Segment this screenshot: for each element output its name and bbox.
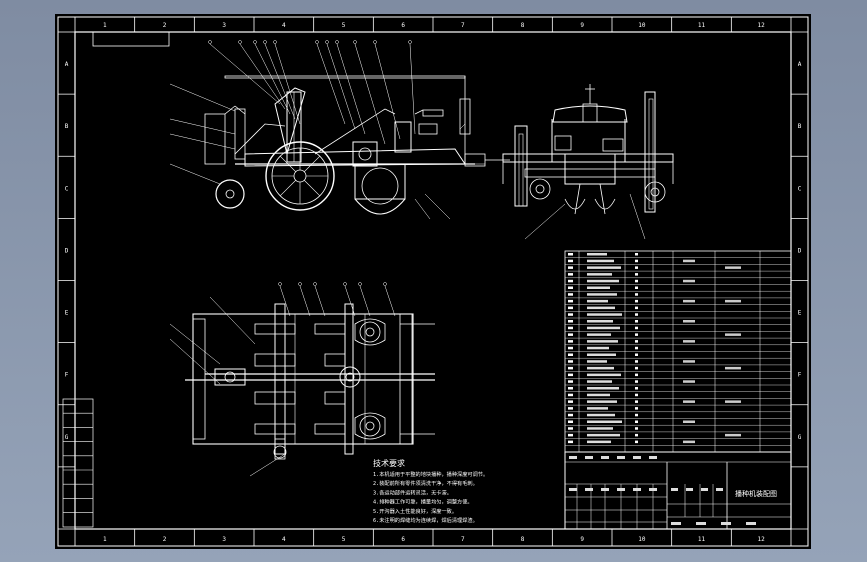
zone-number-bottom: 5 bbox=[342, 536, 346, 543]
zone-number-top: 2 bbox=[163, 22, 167, 29]
zone-number-bottom: 2 bbox=[163, 536, 167, 543]
zone-number-top: 1 bbox=[103, 22, 107, 29]
zone-number-bottom: 9 bbox=[580, 536, 584, 543]
zone-letter-left: F bbox=[65, 372, 69, 379]
zone-number-top: 12 bbox=[758, 22, 766, 29]
zone-number-bottom: 8 bbox=[521, 536, 525, 543]
note-line: 6.未注明的焊缝均为连续焊，焊后清理焊渣。 bbox=[373, 516, 478, 524]
zone-number-top: 3 bbox=[222, 22, 226, 29]
zone-number-top: 11 bbox=[698, 22, 706, 29]
zone-number-top: 8 bbox=[521, 22, 525, 29]
zone-letter-left: A bbox=[65, 61, 69, 68]
mechanical-views bbox=[169, 40, 674, 477]
zone-number-bottom: 7 bbox=[461, 536, 465, 543]
note-line: 1.本机适用于平整的地块播种，播种深度可调节。 bbox=[373, 470, 488, 478]
corner-box bbox=[92, 31, 170, 47]
zone-number-top: 5 bbox=[342, 22, 346, 29]
zone-letter-right: E bbox=[798, 310, 802, 317]
zone-number-bottom: 11 bbox=[698, 536, 706, 543]
zone-number-top: 7 bbox=[461, 22, 465, 29]
notes-title: 技术要求 bbox=[373, 458, 405, 468]
zone-number-top: 9 bbox=[580, 22, 584, 29]
zone-number-top: 4 bbox=[282, 22, 286, 29]
zone-number-bottom: 3 bbox=[222, 536, 226, 543]
note-line: 4.排种器工作可靠，播量均匀，调整方便。 bbox=[373, 498, 473, 506]
zone-number-bottom: 4 bbox=[282, 536, 286, 543]
zone-number-bottom: 12 bbox=[758, 536, 766, 543]
zone-letter-left: D bbox=[65, 247, 69, 254]
zone-letter-left: G bbox=[65, 434, 69, 441]
note-line: 3.各运动部件运转灵活，无卡滞。 bbox=[373, 488, 452, 496]
zone-letter-left: B bbox=[65, 123, 69, 130]
zone-letter-right: B bbox=[798, 123, 802, 130]
zone-number-bottom: 6 bbox=[401, 536, 405, 543]
note-line: 5.开沟器入土性能良好，深度一致。 bbox=[373, 507, 457, 515]
outer-frame bbox=[57, 16, 809, 547]
zone-number-top: 10 bbox=[638, 22, 646, 29]
zone-number-top: 6 bbox=[401, 22, 405, 29]
zone-letter-right: C bbox=[798, 185, 802, 192]
zone-letter-right: F bbox=[798, 372, 802, 379]
note-line: 2.装配前所有零件须清洗干净，不得有毛刺。 bbox=[373, 479, 478, 487]
zone-letter-left: E bbox=[65, 310, 69, 317]
zone-letter-right: D bbox=[798, 247, 802, 254]
title-block bbox=[564, 451, 792, 530]
drawing-name: 播种机装配图 bbox=[735, 489, 777, 498]
zone-letter-right: G bbox=[798, 434, 802, 441]
bill-of-materials bbox=[564, 250, 792, 453]
technical-notes: 1.本机适用于平整的地块播种，播种深度可调节。2.装配前所有零件须清洗干净，不得… bbox=[373, 470, 488, 524]
zone-letter-left: C bbox=[65, 185, 69, 192]
zone-number-bottom: 1 bbox=[103, 536, 107, 543]
side-strip bbox=[62, 398, 94, 528]
zone-number-bottom: 10 bbox=[638, 536, 646, 543]
zone-letter-right: A bbox=[798, 61, 802, 68]
